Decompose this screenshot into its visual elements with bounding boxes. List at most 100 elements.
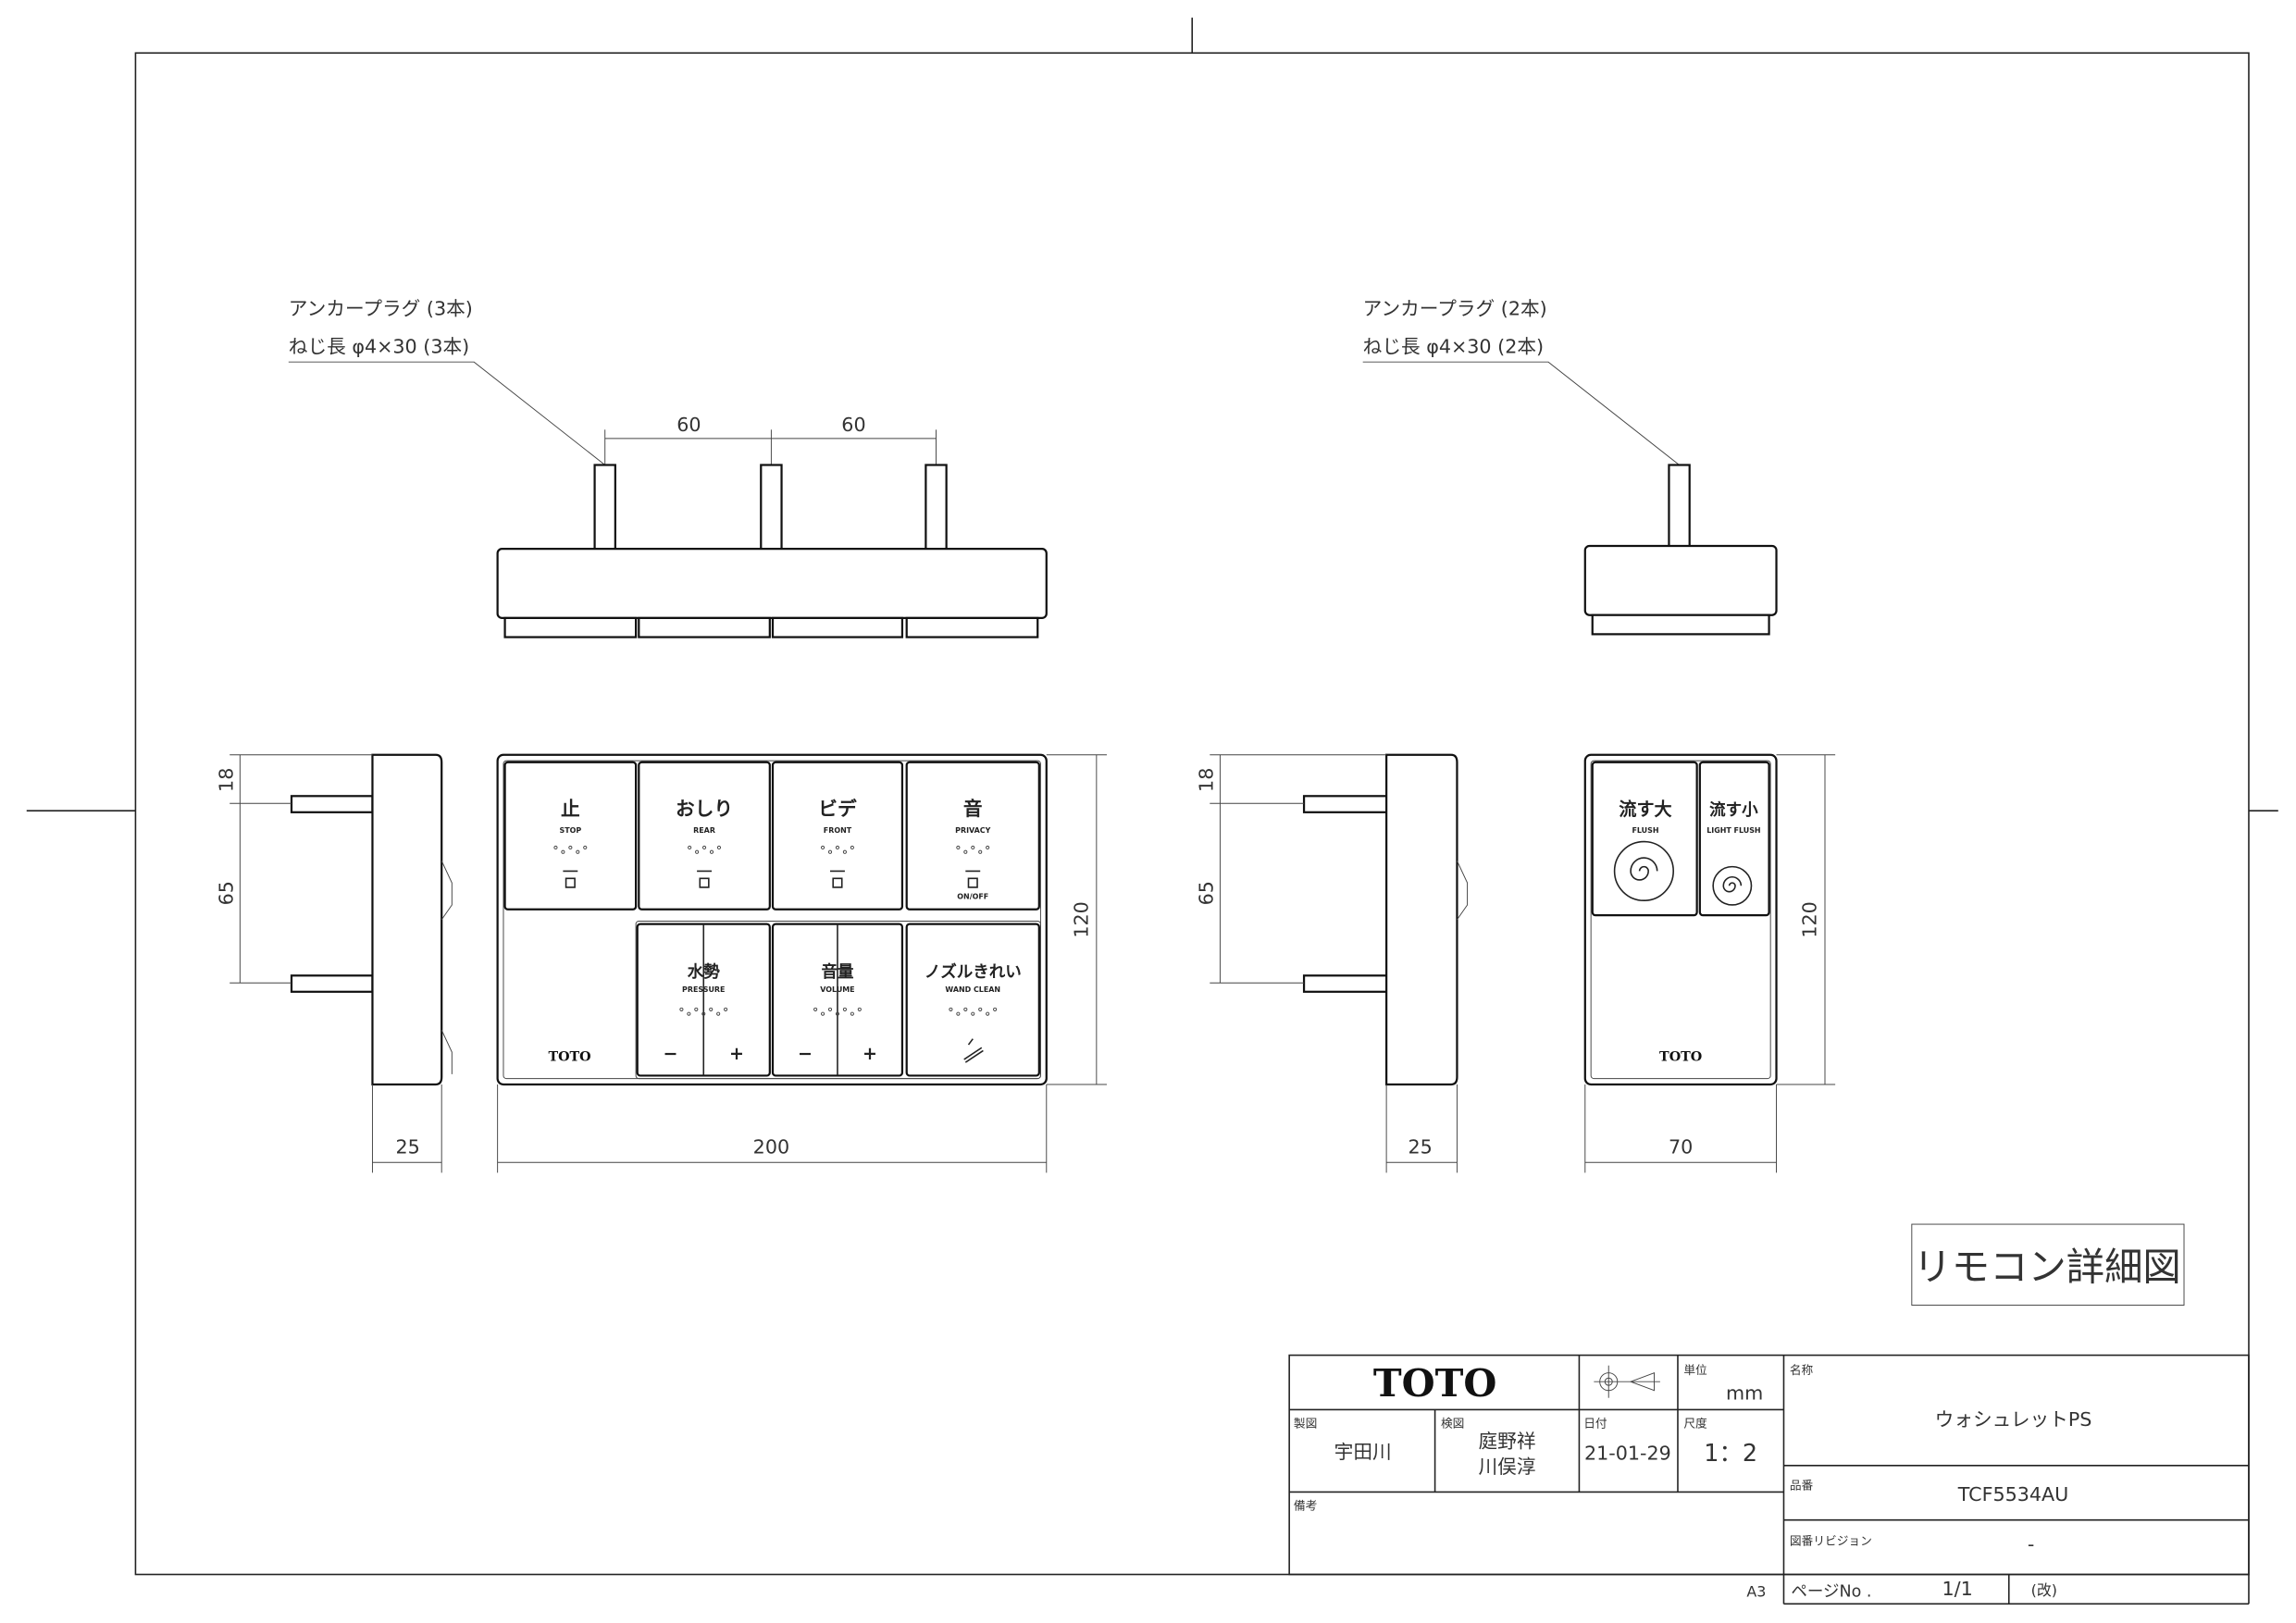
- minus-button[interactable]: −: [798, 1044, 813, 1064]
- flush-remote-front: 流す大 FLUSH 流す小 LIGHT FLUSH TOTO 70 120: [1583, 753, 1836, 1173]
- projection-symbol-icon: [1594, 1365, 1660, 1398]
- center-marks: [26, 18, 2278, 812]
- braille-dot: [971, 1011, 975, 1016]
- button-stop[interactable]: 止 STOP: [503, 761, 638, 911]
- braille-dot: [694, 1007, 699, 1011]
- braille-dot: [842, 1007, 847, 1011]
- minus-button[interactable]: −: [663, 1044, 677, 1064]
- dim-main-height: 120: [1070, 901, 1092, 937]
- sheet-size: A3: [1746, 1582, 1766, 1600]
- braille-dot: [695, 849, 700, 854]
- leader-left: [288, 361, 606, 465]
- button-wand-clean[interactable]: ノズルきれい WAND CLEAN: [905, 923, 1040, 1077]
- braille-dot: [835, 1011, 840, 1016]
- flush-brand-logo: TOTO: [1659, 1050, 1702, 1065]
- braille-dot: [986, 1011, 990, 1016]
- braille-dot: [857, 1007, 862, 1011]
- braille-dot: [820, 1011, 825, 1016]
- button-icon: [563, 870, 578, 888]
- plus-button[interactable]: +: [729, 1044, 744, 1064]
- dim-sub-height: 120: [1798, 901, 1820, 937]
- button-icon: [830, 870, 845, 888]
- button-label-jp: 止: [561, 798, 580, 820]
- braille-dot: [583, 845, 588, 850]
- braille-dot: [842, 849, 847, 854]
- dim-side-mid-r: 65: [1195, 881, 1217, 905]
- title-block: [1288, 1354, 2250, 1605]
- revision-label: 図番リビジョン: [1790, 1534, 1872, 1548]
- braille-dot: [709, 849, 714, 854]
- plus-button[interactable]: +: [863, 1044, 877, 1064]
- drawn-by: 宇田川: [1334, 1441, 1392, 1463]
- button-label-jp: 音: [963, 798, 983, 820]
- dim-pitch-2: 60: [841, 414, 865, 436]
- checked-label: 検図: [1441, 1417, 1464, 1431]
- date-label: 日付: [1583, 1417, 1607, 1431]
- dim-side-mid: 65: [215, 881, 237, 905]
- braille-dot: [561, 849, 565, 854]
- button-label-jp: ビデ: [818, 798, 857, 820]
- braille-dot: [716, 1011, 721, 1016]
- scale-label: 尺度: [1683, 1417, 1707, 1431]
- dim-pitch-1: 60: [676, 414, 701, 436]
- braille-dot: [679, 1007, 684, 1011]
- braille-dot: [850, 845, 854, 850]
- revision-value: -: [2028, 1533, 2034, 1555]
- braille-dot: [850, 1011, 854, 1016]
- braille-dot: [956, 845, 961, 850]
- braille-dot: [963, 849, 968, 854]
- dim-main-width: 200: [753, 1136, 789, 1158]
- braille-dot: [978, 1007, 983, 1011]
- braille-dot: [986, 845, 990, 850]
- braille-dot: [978, 849, 983, 854]
- note-right-anchor: アンカープラグ (2本): [1363, 297, 1547, 319]
- button-label-en: STOP: [559, 826, 581, 835]
- button-label-jp: おしり: [676, 798, 733, 820]
- button-label-jp: ノズルきれい: [925, 962, 1022, 982]
- main-brand-logo: TOTO: [548, 1050, 590, 1065]
- braille-dot: [576, 849, 580, 854]
- note-left-screw: ねじ長 φ4×30 (3本): [289, 336, 469, 358]
- button-icon: [697, 870, 713, 888]
- date-value: 21-01-29: [1584, 1442, 1671, 1464]
- braille-dot: [724, 1007, 728, 1011]
- braille-dot: [568, 845, 573, 850]
- drawing-frame: [134, 52, 2250, 1576]
- button-label-en: FRONT: [824, 826, 852, 835]
- braille-dot: [553, 845, 558, 850]
- part-number: TCF5534AU: [1957, 1483, 2069, 1505]
- rev-mark: (改): [2031, 1581, 2057, 1599]
- flush-small-button: 流す小 LIGHT FLUSH: [1698, 761, 1770, 917]
- name-label: 名称: [1790, 1363, 1814, 1377]
- note-left-anchor: アンカープラグ (3本): [289, 297, 473, 319]
- part-label: 品番: [1790, 1478, 1814, 1492]
- dim-sub-width: 70: [1669, 1136, 1693, 1158]
- braille-dot: [827, 1007, 833, 1011]
- button-label-en: PRESSURE: [682, 985, 725, 994]
- braille-dot: [820, 845, 825, 850]
- button-label-en: WAND CLEAN: [945, 985, 1000, 994]
- note-right-screw: ねじ長 φ4×30 (2本): [1363, 336, 1544, 358]
- braille-dot: [701, 845, 707, 850]
- product-name: ウォシュレットPS: [1935, 1408, 2092, 1431]
- button-sub-label: ON/OFF: [957, 893, 988, 901]
- drawn-label: 製図: [1294, 1417, 1317, 1431]
- braille-dot: [827, 849, 833, 854]
- top-view-main: 60 60: [496, 414, 1048, 638]
- braille-dot: [835, 845, 840, 850]
- leader-right: [1362, 361, 1680, 465]
- flush-big-button: 流す大 FLUSH: [1591, 761, 1698, 917]
- braille-dot: [963, 1007, 968, 1011]
- braille-dot: [709, 1007, 714, 1011]
- page-value: 1/1: [1942, 1578, 1972, 1600]
- side-view-flush: 18 65 25: [1195, 753, 1469, 1173]
- dim-side-depth: 25: [395, 1136, 419, 1158]
- button-label-jp: 音量: [821, 962, 853, 982]
- drawing-title: リモコン詳細図: [1913, 1245, 2180, 1289]
- wand-clean-icon: [963, 1038, 984, 1063]
- button-front[interactable]: ビデ FRONT: [771, 761, 904, 911]
